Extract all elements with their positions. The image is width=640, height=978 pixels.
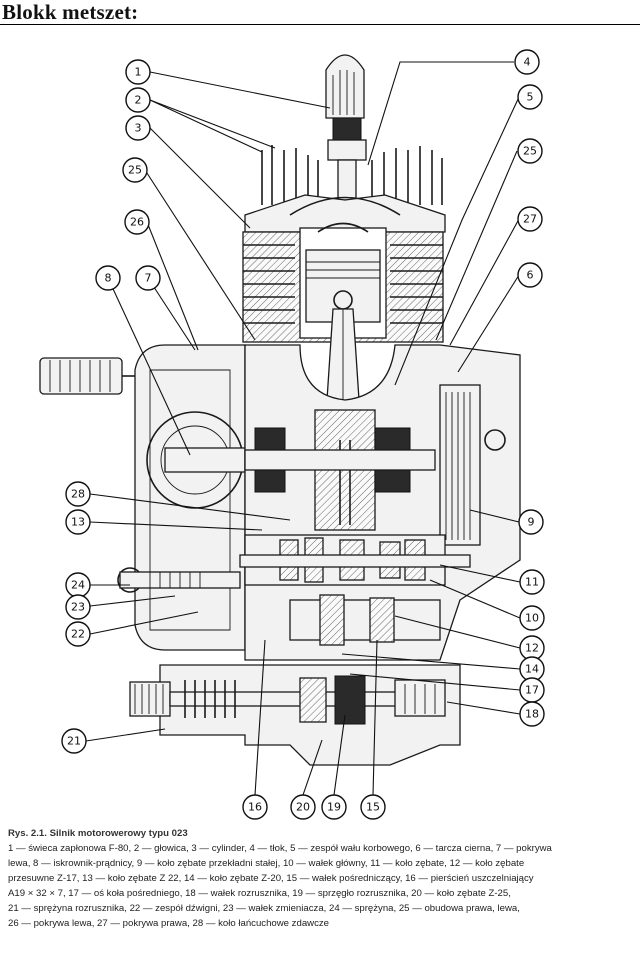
svg-text:9: 9 [528,516,535,529]
svg-text:24: 24 [71,579,85,592]
callout-6: 6 [517,262,543,288]
callout-15: 15 [360,794,386,820]
callout-22: 22 [65,621,91,647]
svg-text:14: 14 [525,663,539,676]
callout-16: 16 [242,794,268,820]
svg-text:20: 20 [296,801,310,814]
callout-2: 2 [125,87,151,113]
svg-text:18: 18 [525,708,539,721]
engine-cross-section-diagram: 1 2 3 4 5 25 25 26 27 6 7 8 28 13 9 11 2… [39,49,545,820]
callout-28: 28 [65,481,91,507]
leader-lines [85,61,521,796]
svg-text:5: 5 [527,91,534,104]
svg-text:12: 12 [525,642,539,655]
svg-text:27: 27 [523,213,537,226]
callout-11: 11 [519,569,545,595]
callout-18: 18 [519,701,545,727]
callout-7: 7 [135,265,161,291]
callout-4: 4 [514,49,540,75]
callout-23: 23 [65,594,91,620]
svg-text:28: 28 [71,488,85,501]
callout-9: 9 [518,509,544,535]
svg-text:10: 10 [525,612,539,625]
svg-text:1: 1 [135,66,142,79]
svg-text:19: 19 [327,801,341,814]
callout-10: 10 [519,605,545,631]
callout-25-upper-left: 25 [122,157,148,183]
callout-19: 19 [321,794,347,820]
callout-1: 1 [125,59,151,85]
svg-text:23: 23 [71,601,85,614]
callout-27: 27 [517,206,543,232]
figure-caption: Rys. 2.1. Silnik motorowerowy typu 023 1… [8,826,636,931]
caption-title: Rys. 2.1. Silnik motorowerowy typu 023 [8,828,188,839]
svg-text:13: 13 [71,516,85,529]
callout-13: 13 [65,509,91,535]
callout-25-upper-right: 25 [517,138,543,164]
svg-text:11: 11 [525,576,539,589]
svg-text:17: 17 [525,684,539,697]
svg-text:3: 3 [135,122,142,135]
svg-text:21: 21 [67,735,81,748]
svg-text:2: 2 [135,94,142,107]
callout-3: 3 [125,115,151,141]
callout-12: 12 [519,635,545,661]
callout-21: 21 [61,728,87,754]
callout-17: 17 [519,677,545,703]
svg-text:26: 26 [130,216,144,229]
caption-line: 1 — świeca zapłonowa F-80, 2 — głowica, … [8,843,552,854]
caption-line: przesuwne Z-17, 13 — koło zębate Z 22, 1… [8,873,534,884]
svg-text:8: 8 [105,272,112,285]
caption-line: 21 — sprężyna rozrusznika, 22 — zespół d… [8,903,520,914]
svg-text:16: 16 [248,801,262,814]
svg-text:7: 7 [145,272,152,285]
caption-line: A19 × 32 × 7, 17 — oś koła pośredniego, … [8,888,511,899]
callout-14: 14 [519,656,545,682]
svg-text:6: 6 [527,269,534,282]
svg-text:22: 22 [71,628,85,641]
lower-case-drawing [129,664,461,766]
title-divider [0,24,640,25]
engine-drawing [39,54,521,766]
callout-5: 5 [517,84,543,110]
page-title: Blokk metszet: [2,0,139,24]
callout-8: 8 [95,265,121,291]
svg-text:25: 25 [128,164,142,177]
svg-text:15: 15 [366,801,380,814]
svg-text:4: 4 [524,56,531,69]
callout-20: 20 [290,794,316,820]
caption-line: 26 — pokrywa lewa, 27 — pokrywa prawa, 2… [8,918,330,929]
callout-markers: 1 2 3 4 5 25 25 26 27 6 7 8 28 13 9 11 2… [61,49,545,820]
callout-24: 24 [65,572,91,598]
svg-text:25: 25 [523,145,537,158]
gearbox-drawing [117,534,471,646]
callout-26: 26 [124,209,150,235]
spark-plug-drawing [325,54,367,201]
caption-line: lewa, 8 — iskrownik-prądnicy, 9 — koło z… [8,858,525,869]
